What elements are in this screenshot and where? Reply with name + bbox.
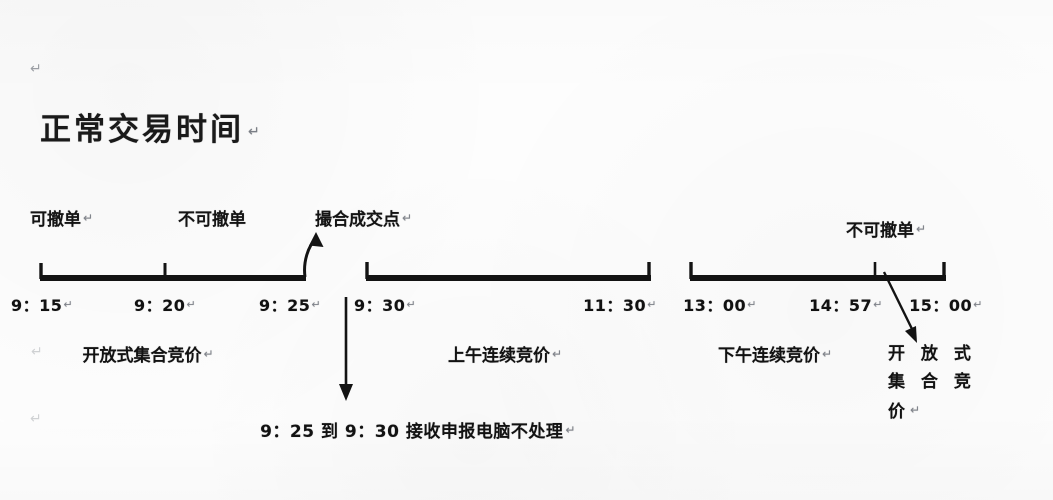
time-label-9-25: 9：25↵ xyxy=(259,292,321,316)
time-label-13-00: 13：00↵ xyxy=(683,292,757,316)
bottom-caption-text: 9：25 到 9：30 接收申报电脑不处理 xyxy=(260,422,564,442)
paragraph-mark: ↵ xyxy=(747,298,757,311)
segment-label-open-call-auction-morning: 开放式集合竞价↵ xyxy=(82,341,213,366)
paragraph-mark: ↵ xyxy=(916,222,927,236)
segment-label-text: 上午连续竞价 xyxy=(447,346,550,366)
closing-line-2: 集 合 竞 xyxy=(888,372,976,392)
time-text: 9：30 xyxy=(353,296,406,315)
annotation-label-match-point: 撮合成交点↵ xyxy=(315,205,412,230)
annotation-text: 撮合成交点 xyxy=(315,210,400,230)
closing-auction-arrow xyxy=(882,271,917,343)
match-point-arrow xyxy=(303,232,324,278)
time-label-9-20: 9：20↵ xyxy=(134,292,196,316)
time-label-14-57: 14：57↵ xyxy=(809,292,883,316)
paragraph-mark: ↵ xyxy=(873,298,883,311)
paragraph-mark: ↵ xyxy=(63,298,74,311)
segment-label-text: 下午连续竞价 xyxy=(717,346,820,366)
time-label-9-30: 9：30↵ xyxy=(354,292,416,316)
time-text: 14：57 xyxy=(809,296,873,315)
paragraph-mark: ↵ xyxy=(406,298,417,311)
paragraph-mark: ↵ xyxy=(565,423,576,437)
time-text: 9：20 xyxy=(133,296,186,315)
paragraph-mark: ↵ xyxy=(311,298,322,311)
time-text: 9：15 xyxy=(10,296,63,315)
paragraph-mark: ↵ xyxy=(647,298,657,311)
time-text: 15：00 xyxy=(909,296,973,315)
paragraph-mark: ↵ xyxy=(186,298,197,311)
closing-line-1: 开 放 式 xyxy=(888,344,976,364)
paragraph-mark: ↵ xyxy=(910,403,921,417)
closing-call-auction-block: 开 放 式 集 合 竞 价↵ xyxy=(888,340,976,426)
annotation-label-cancelable: 可撤单↵ xyxy=(30,205,93,230)
timeline-segment-afternoon-continuous-auction xyxy=(689,262,946,281)
closing-line-3-text: 价 xyxy=(888,402,910,422)
time-label-11-30: 11：30↵ xyxy=(583,292,657,316)
time-text: 13：00 xyxy=(683,296,747,315)
segment-label-morning-continuous-auction: 上午连续竞价↵ xyxy=(448,341,562,366)
time-label-15-00: 15：00↵ xyxy=(909,292,983,316)
annotation-text: 可撤单 xyxy=(30,210,81,230)
paragraph-mark: ↵ xyxy=(821,347,833,361)
timeline-segment-open-call-auction-morning xyxy=(39,263,306,281)
paragraph-mark-title: ↵ xyxy=(248,124,260,140)
segment-label-afternoon-continuous-auction: 下午连续竞价↵ xyxy=(718,341,832,366)
paragraph-mark: ↵ xyxy=(551,347,563,361)
page-title: 正常交易时间↵ xyxy=(40,104,260,149)
page-title-text: 正常交易时间 xyxy=(40,112,244,148)
paragraph-mark: ↵ xyxy=(402,211,413,225)
paragraph-mark: ↵ xyxy=(203,347,214,361)
bottom-caption: 9：25 到 9：30 接收申报电脑不处理↵ xyxy=(260,417,576,442)
closing-note-arrow xyxy=(339,297,353,401)
annotation-label-non-cancelable-morning: 不可撤单 xyxy=(178,205,246,230)
paragraph-mark-bottom: ↵ xyxy=(30,411,42,427)
time-label-9-15: 9：15↵ xyxy=(11,292,73,316)
annotation-text: 不可撤单 xyxy=(178,210,246,230)
timeline-segment-morning-continuous-auction xyxy=(365,262,651,281)
closing-line-3: 价↵ xyxy=(888,396,976,426)
paragraph-mark-top: ↵ xyxy=(30,61,42,77)
paragraph-mark: ↵ xyxy=(83,211,94,225)
annotation-text: 不可撤单 xyxy=(846,221,914,241)
segment-label-text: 开放式集合竞价 xyxy=(82,346,202,366)
annotation-label-non-cancelable-afternoon: 不可撤单↵ xyxy=(846,216,926,241)
time-text: 9：25 xyxy=(258,296,311,315)
time-text: 11：30 xyxy=(583,296,647,315)
paragraph-mark-segment-1: ↵ xyxy=(31,344,43,360)
paragraph-mark: ↵ xyxy=(973,298,983,311)
